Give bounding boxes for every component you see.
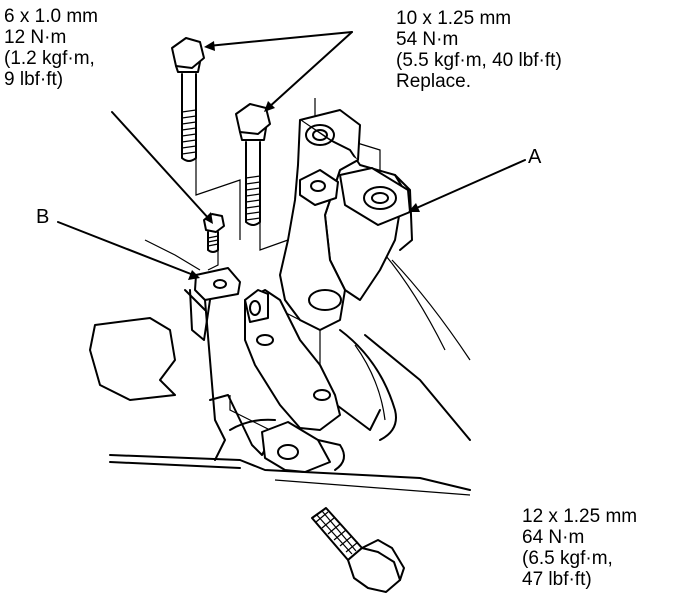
lower-bracket <box>209 289 341 456</box>
spec-small-bolt-torque-kgfm: (1.2 kgf·m, <box>4 48 95 69</box>
spec-upper-bolts-size: 10 x 1.25 mm <box>396 8 512 29</box>
spec-lower-bolt-torque-lbfft: 47 lbf·ft) <box>522 569 592 590</box>
callout-b: B <box>36 206 50 228</box>
spec-upper-bolts-torque-nm: 54 N·m <box>396 29 459 50</box>
spec-upper-bolts: 10 x 1.25 mm 54 N·m (5.5 kgf·m, 40 lbf·f… <box>396 8 562 92</box>
engine-block-outline <box>89 239 471 496</box>
spec-small-bolt-torque-lbfft: 9 lbf·ft) <box>4 69 64 90</box>
spec-small-bolt-torque-nm: 12 N·m <box>4 27 67 48</box>
spec-lower-bolt: 12 x 1.25 mm 64 N·m (6.5 kgf·m, 47 lbf·f… <box>522 506 637 590</box>
leader-lines <box>57 31 526 280</box>
spec-lower-bolt-size: 12 x 1.25 mm <box>522 506 638 527</box>
spec-upper-bolts-note: Replace. <box>396 71 471 92</box>
mount-bracket-a <box>279 109 413 331</box>
bolt-upper-left <box>171 37 205 162</box>
bracket-b <box>189 267 241 341</box>
spec-small-bolt-size: 6 x 1.0 mm <box>4 6 98 27</box>
spec-lower-bolt-torque-kgfm: (6.5 kgf·m, <box>522 548 613 569</box>
spec-upper-bolts-torque-alt: (5.5 kgf·m, 40 lbf·ft) <box>396 50 562 71</box>
spec-lower-bolt-torque-nm: 64 N·m <box>522 527 585 548</box>
spec-small-bolt: 6 x 1.0 mm 12 N·m (1.2 kgf·m, 9 lbf·ft) <box>4 6 98 90</box>
bolt-upper-middle <box>235 103 271 226</box>
bolt-lower <box>311 507 405 593</box>
callout-a: A <box>528 146 542 168</box>
lower-mount-boss <box>229 418 345 473</box>
